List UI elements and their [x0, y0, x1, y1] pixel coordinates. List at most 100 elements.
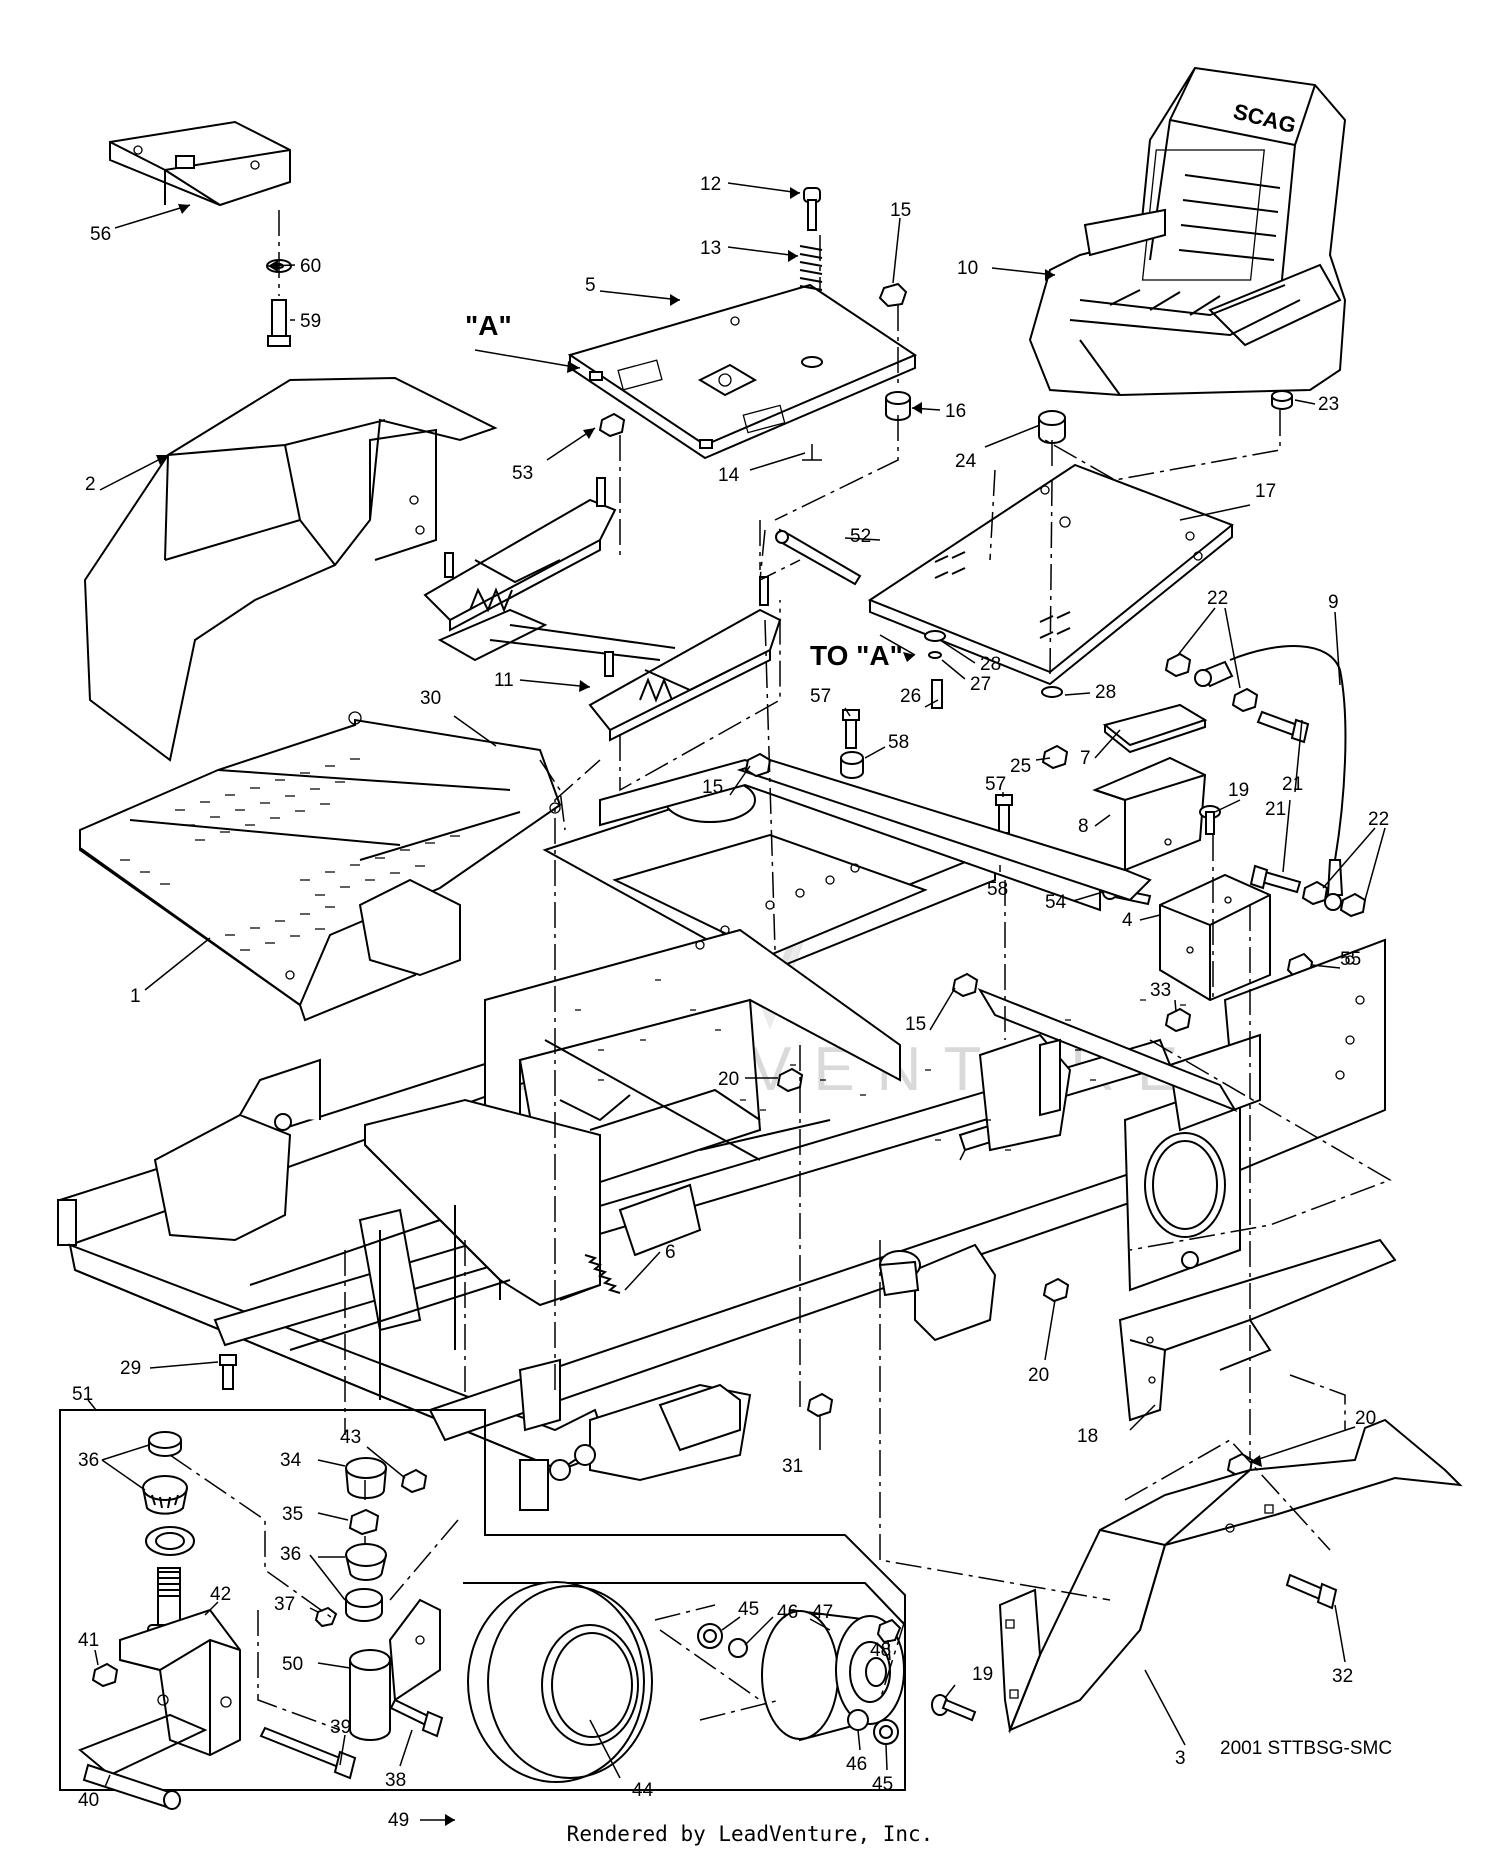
callout-58: 58: [888, 732, 909, 753]
callout-4: 4: [1122, 910, 1133, 931]
callout-28: 28: [1095, 682, 1116, 703]
callout-3: 3: [1175, 1748, 1186, 1769]
callout-22: 22: [1207, 588, 1228, 609]
part-11-seat-slides: [423, 477, 782, 742]
part-4-bracket: [1159, 873, 1271, 1002]
part-40-spacer-tube: [78, 1713, 208, 1810]
part-33-nut: [1164, 1007, 1192, 1033]
callout-5: 5: [585, 275, 596, 296]
part-36-bearing-top: [142, 1475, 188, 1515]
callout-46: 46: [846, 1754, 867, 1775]
callout-55: 55: [1340, 949, 1361, 970]
callout-52: 52: [850, 526, 871, 547]
part-50-caster-tube: [349, 1598, 441, 1741]
callout-36: 36: [280, 1544, 301, 1565]
callout-6: 6: [665, 1242, 676, 1263]
part-53-nut: [598, 412, 626, 438]
part-57-bolt-a: [842, 709, 860, 749]
callout-8: 8: [1078, 816, 1089, 837]
callout-17: 17: [1255, 481, 1276, 502]
part-32-bolt: [1285, 1573, 1338, 1610]
part-9-ground-cable: [1194, 645, 1347, 911]
callout-22: 22: [1368, 809, 1389, 830]
part-44-tire: [467, 1581, 653, 1783]
callout-11: 11: [494, 670, 514, 691]
part-bearing-race-lower: [345, 1588, 383, 1622]
part-15-nut-low: [951, 972, 979, 998]
callout-45: 45: [738, 1599, 759, 1620]
main-frame: [57, 758, 1386, 1511]
part-18-bracket: [1118, 1238, 1397, 1422]
part-46-spacer-a: [728, 1638, 748, 1658]
callout-40: 40: [78, 1790, 99, 1811]
part-39-axle-bolt: [259, 1726, 357, 1780]
part-27-washer: [928, 651, 942, 659]
part-28-washer-a: [924, 630, 946, 642]
part-35-nut: [348, 1508, 380, 1536]
callout-60: 60: [300, 256, 321, 277]
part-20-nut-b: [1042, 1277, 1070, 1303]
part-19-screw-lower: [931, 1694, 977, 1722]
callout-59: 59: [300, 311, 321, 332]
part-46-spacer-b: [847, 1709, 869, 1731]
callout-58: 58: [987, 879, 1008, 900]
part-37-grease-fitting: [314, 1606, 338, 1628]
part-3-right-fender: [998, 1418, 1463, 1734]
part-52-bolt: [775, 528, 862, 586]
callout-50: 50: [282, 1654, 303, 1675]
part-36-bearing-lower: [345, 1543, 387, 1581]
caster-assembly-box: [59, 1409, 906, 1791]
part-14-pin: [802, 444, 822, 461]
callout-7: 7: [1080, 748, 1091, 769]
callout-46: 46: [777, 1602, 798, 1623]
part-45-bearing-b: [873, 1719, 899, 1745]
callout-41: 41: [78, 1630, 99, 1651]
callout-25: 25: [1010, 756, 1031, 777]
callout-1: 1: [130, 986, 141, 1007]
callout-19: 19: [1228, 780, 1249, 801]
part-15-nut-mid: [744, 752, 772, 778]
callout-36: 36: [78, 1450, 99, 1471]
part-6-spring: [584, 1254, 621, 1294]
callout-57: 57: [985, 774, 1006, 795]
callout-37: 37: [274, 1594, 295, 1615]
callout-56: 56: [90, 224, 111, 245]
callout-14: 14: [718, 465, 740, 486]
callout-9: 9: [1328, 592, 1339, 613]
part-13-spring: [799, 245, 823, 291]
callout-43: 43: [340, 1427, 361, 1448]
part-19-screw-top: [1199, 805, 1221, 835]
part-23-stud: [1271, 390, 1293, 410]
part-59-bolt: [267, 299, 291, 347]
part-22-nuts-lower: [1301, 880, 1367, 918]
part-21-bolt-lower: [1249, 864, 1302, 894]
part-7-pad: [1102, 703, 1208, 754]
callout-15: 15: [890, 200, 911, 221]
callout-18: 18: [1077, 1426, 1098, 1447]
callout-13: 13: [700, 238, 721, 259]
callout-21: 21: [1265, 799, 1286, 820]
callout-47: 47: [812, 1602, 833, 1623]
part-1-floor-plate: [79, 711, 562, 1022]
callout-57: 57: [810, 686, 831, 707]
view-label-to-a: TO "A": [810, 640, 903, 671]
part-41-nut: [91, 1662, 119, 1688]
callout-24: 24: [955, 451, 977, 472]
callout-48: 48: [870, 1640, 891, 1661]
part-12-pin: [803, 187, 821, 231]
callout-51: 51: [72, 1384, 93, 1405]
callout-26: 26: [900, 686, 921, 707]
part-24-spacer: [1038, 410, 1066, 444]
callout-31: 31: [782, 1456, 803, 1477]
part-45-bearing-a: [697, 1623, 723, 1649]
callout-21: 21: [1282, 774, 1303, 795]
callout-28: 28: [980, 654, 1001, 675]
callout-35: 35: [282, 1504, 303, 1525]
callout-2: 2: [85, 474, 96, 495]
part-38-bolt: [389, 1698, 444, 1738]
callout-20: 20: [1355, 1408, 1376, 1429]
callout-15: 15: [702, 777, 723, 798]
part-26-bolt: [931, 679, 943, 709]
callout-33: 33: [1150, 980, 1171, 1001]
